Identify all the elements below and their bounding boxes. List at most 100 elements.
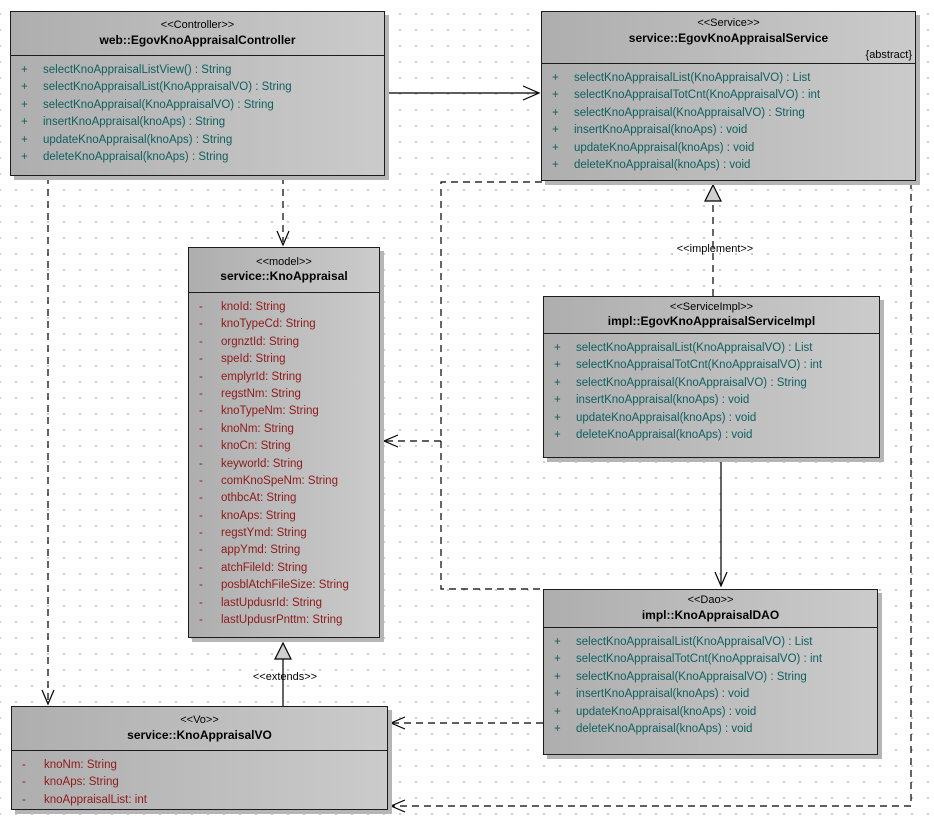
member-text: regstNm: String <box>221 387 301 400</box>
class-box-model[interactable]: <<model>> service::KnoAppraisal - knoId: … <box>188 247 380 638</box>
member-text: knoAps: String <box>221 509 296 522</box>
class-title-dao: <<Dao>> impl::KnoAppraisalDAO <box>544 590 877 628</box>
member-text: knoAppraisalList: int <box>44 793 147 806</box>
edge-label-extends: <<extends>> <box>252 671 318 683</box>
class-title-serviceimpl: <<ServiceImpl>> impl::EgovKnoAppraisalSe… <box>544 297 879 334</box>
class-box-service[interactable]: <<Service>> service::EgovKnoAppraisalSer… <box>541 11 916 181</box>
visibility-sign: + <box>554 428 561 441</box>
class-stereotype: <<Vo>> <box>180 714 219 727</box>
member-row: -comKnoSpeNm: String <box>189 473 379 490</box>
member-text: orgnztId: String <box>221 335 299 348</box>
member-row: +selectKnoAppraisal(KnoAppraisalVO) : St… <box>11 97 384 114</box>
edge-generalization-vo-model[interactable] <box>274 641 292 706</box>
class-title-vo: <<Vo>> service::KnoAppraisalVO <box>12 707 387 751</box>
member-text: posblAtchFileSize: String <box>221 579 349 592</box>
class-box-controller[interactable]: <<Controller>> web::EgovKnoAppraisalCont… <box>10 11 385 176</box>
class-box-vo[interactable]: <<Vo>> service::KnoAppraisalVO -knoNm: S… <box>11 706 388 810</box>
visibility-sign: - <box>199 509 203 522</box>
member-text: selectKnoAppraisalListView() : String <box>43 64 232 76</box>
edge-dependency-serviceimpl-model[interactable] <box>382 434 441 448</box>
member-row: -atchFileId: String <box>189 560 379 577</box>
visibility-sign: + <box>21 81 28 94</box>
member-row: -knoAppraisalList: int <box>12 792 387 809</box>
class-stereotype: <<ServiceImpl>> <box>669 300 754 313</box>
member-row: - knoAps: String <box>12 774 387 791</box>
member-row: -regstYmd: String <box>189 525 379 542</box>
member-row: + selectKnoAppraisalListView() : String <box>11 62 384 79</box>
member-text: knoAps: String <box>44 776 119 789</box>
visibility-sign: - <box>199 370 203 383</box>
visibility-sign: - <box>199 318 203 331</box>
visibility-sign: + <box>21 64 28 76</box>
edge-dependency-controller-vo[interactable] <box>41 177 55 706</box>
visibility-sign: + <box>554 670 561 683</box>
member-text: lastUpdusrPnttm: String <box>221 614 343 627</box>
edge-dependency-dao-vo[interactable] <box>389 716 543 730</box>
class-box-dao[interactable]: <<Dao>> impl::KnoAppraisalDAO +selectKno… <box>543 589 878 755</box>
edge-dependency-controller-model[interactable] <box>276 177 290 247</box>
visibility-sign: - <box>199 301 203 313</box>
visibility-sign: - <box>199 492 203 505</box>
member-text: appYmd: String <box>221 544 301 557</box>
methods-compartment: +selectKnoAppraisalList(KnoAppraisalVO) … <box>544 628 877 738</box>
member-row: +insertKnoAppraisal(knoAps) : void <box>544 686 877 703</box>
member-row: +deleteKnoAppraisal(knoAps) : String <box>11 149 384 166</box>
member-row: -emplyrId: String <box>189 369 379 386</box>
class-name: web::EgovKnoAppraisalController <box>99 32 296 47</box>
member-text: lastUpdusrId: String <box>221 596 322 609</box>
member-row: -knoTypeNm: String <box>189 403 379 420</box>
class-name: service::KnoAppraisalVO <box>127 727 272 742</box>
member-text: deleteKnoAppraisal(knoAps) : void <box>576 428 753 441</box>
member-row: +selectKnoAppraisalList(KnoAppraisalVO) … <box>11 79 384 96</box>
visibility-sign: + <box>552 89 559 102</box>
class-title-service: <<Service>> service::EgovKnoAppraisalSer… <box>542 12 915 64</box>
visibility-sign: - <box>199 579 203 592</box>
attributes-compartment: -knoId: String-knoTypeCd: String-orgnztI… <box>189 293 379 629</box>
visibility-sign: + <box>554 359 561 372</box>
visibility-sign: - <box>22 776 26 789</box>
member-text: insertKnoAppraisal(knoAps) : String <box>43 116 226 129</box>
member-row: +selectKnoAppraisalTotCnt(KnoAppraisalVO… <box>544 357 879 374</box>
edge-association-serviceimpl-dao[interactable] <box>714 458 728 588</box>
class-name: impl::KnoAppraisalDAO <box>641 607 780 622</box>
class-title-model: <<model>> service::KnoAppraisal <box>189 248 379 293</box>
class-box-serviceimpl[interactable]: <<ServiceImpl>> impl::EgovKnoAppraisalSe… <box>543 296 880 458</box>
member-row: + deleteKnoAppraisal(knoAps) : void <box>544 427 879 444</box>
member-row: +selectKnoAppraisal(KnoAppraisalVO) : St… <box>542 105 915 122</box>
attributes-compartment: -knoNm: String-knoAps: String-knoApprais… <box>12 751 387 809</box>
member-row: - posblAtchFileSize: String <box>189 577 379 594</box>
member-text: knoId: String <box>221 301 286 313</box>
member-row: +selectKnoAppraisalTotCnt(KnoAppraisalVO… <box>544 651 877 668</box>
edge-association-controller-service[interactable] <box>386 85 541 101</box>
visibility-sign: + <box>554 705 561 718</box>
member-text: regstYmd: String <box>221 527 307 540</box>
visibility-sign: - <box>199 614 203 627</box>
member-text: deleteKnoAppraisal(knoAps) : void <box>576 722 753 735</box>
edge-dependency-service-vo[interactable] <box>389 182 912 813</box>
member-text: selectKnoAppraisal(KnoAppraisalVO) : Str… <box>574 106 805 119</box>
edge-realization-serviceimpl-service[interactable] <box>704 183 722 296</box>
class-stereotype: <<Dao>> <box>687 594 734 607</box>
member-row: -knoCn: String <box>189 438 379 455</box>
member-row: +insertKnoAppraisal(knoAps) : String <box>11 114 384 131</box>
member-text: selectKnoAppraisal(KnoAppraisalVO) : Str… <box>576 670 807 683</box>
member-text: selectKnoAppraisal(KnoAppraisalVO) : Str… <box>43 98 274 111</box>
member-row: -knoTypeCd: String <box>189 316 379 333</box>
member-row: +deleteKnoAppraisal(knoAps) : void <box>542 157 915 174</box>
visibility-sign: - <box>22 759 26 771</box>
member-row: -keyworld: String <box>189 456 379 473</box>
visibility-sign: + <box>554 636 561 648</box>
edge-dependency-service-dao[interactable] <box>440 181 543 590</box>
methods-compartment: +selectKnoAppraisalListView() : String+s… <box>11 56 384 166</box>
visibility-sign: + <box>554 722 561 735</box>
member-row: -appYmd: String <box>189 542 379 559</box>
class-stereotype: <<Service>> <box>697 17 760 30</box>
visibility-sign: + <box>554 342 561 354</box>
visibility-sign: + <box>554 411 561 424</box>
edge-label-implement: <<implement>> <box>676 243 754 255</box>
methods-compartment: +selectKnoAppraisalList(KnoAppraisalVO) … <box>542 64 915 174</box>
member-text: selectKnoAppraisal(KnoAppraisalVO) : Str… <box>576 376 807 389</box>
visibility-sign: + <box>21 133 28 146</box>
